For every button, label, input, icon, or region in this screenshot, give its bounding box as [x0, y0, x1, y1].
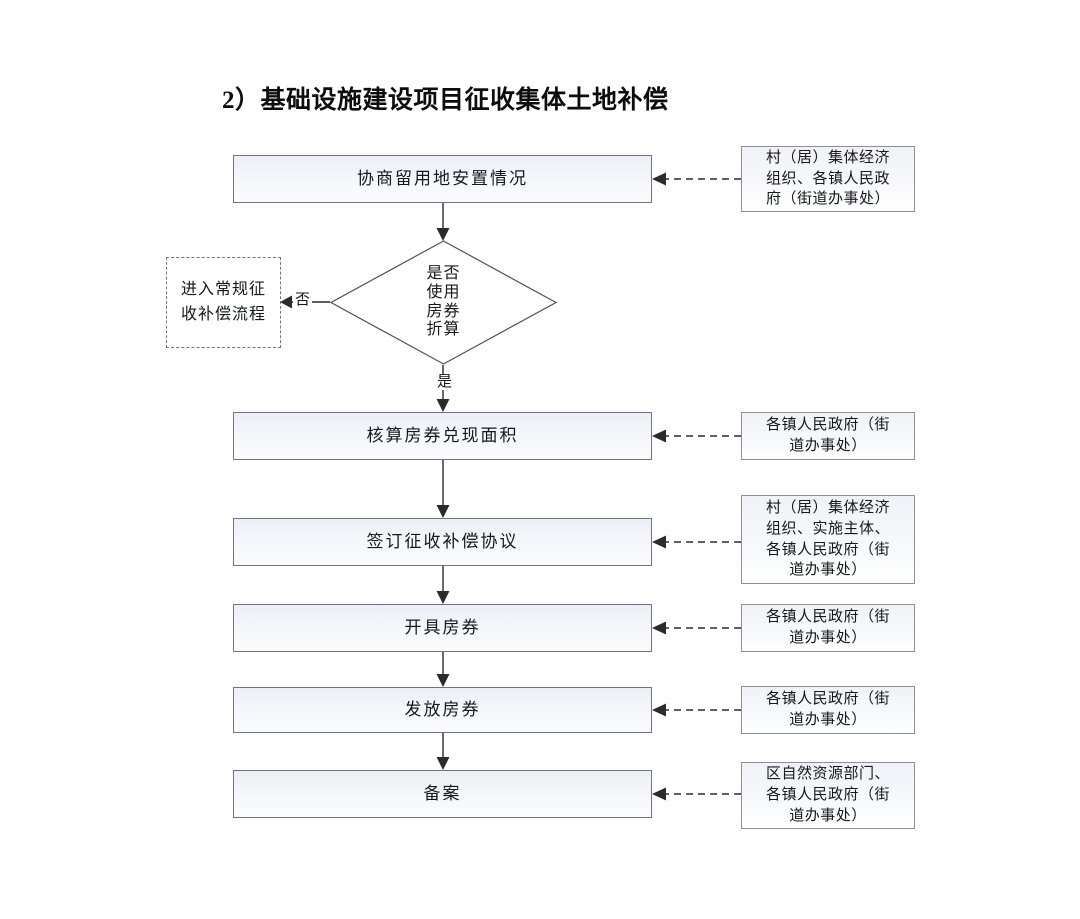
process-node-sign-agreement-label: 签订征收补偿协议 — [366, 531, 519, 551]
alternate-node-line-1: 进入常规征 — [180, 280, 266, 298]
process-node-calculate-area-label: 核算房券兑现面积 — [366, 425, 519, 445]
process-node-issue-voucher-label: 开具房券 — [404, 617, 481, 637]
edge-sign-to-issue — [436, 566, 450, 604]
actor-issue-voucher-line-1: 各镇人民政府（街 — [765, 609, 890, 626]
actor-sign-agreement-line-1: 村（居）集体经济 — [765, 500, 890, 517]
edge-actor-negotiate — [652, 172, 741, 186]
edge-issue-to-distribute — [436, 652, 450, 687]
alternate-node-line-2: 收补偿流程 — [180, 305, 266, 323]
process-node-negotiate-label: 协商留用地安置情况 — [357, 168, 528, 188]
actor-box-issue-voucher[interactable]: 各镇人民政府（街 道办事处） — [741, 604, 915, 652]
alternate-node-conventional-process[interactable]: 进入常规征 收补偿流程 — [166, 257, 281, 348]
actor-calculate-area-line-1: 各镇人民政府（街 — [765, 417, 890, 434]
actor-calculate-area-line-2: 道办事处） — [789, 438, 867, 454]
actor-negotiate-line-2: 组织、各镇人民政 — [765, 170, 890, 187]
actor-box-distribute-voucher[interactable]: 各镇人民政府（街 道办事处） — [741, 686, 915, 734]
actor-issue-voucher-line-2: 道办事处） — [789, 630, 867, 646]
edge-actor-distribute-voucher — [652, 703, 741, 717]
edge-calculate-to-sign — [436, 460, 450, 518]
process-node-distribute-voucher[interactable]: 发放房券 — [233, 687, 652, 733]
decision-node-use-voucher[interactable]: 是否 使用 房券 折算 — [329, 240, 558, 365]
edge-actor-record-filing — [652, 787, 741, 801]
actor-box-sign-agreement[interactable]: 村（居）集体经济 组织、实施主体、 各镇人民政府（街 道办事处） — [741, 495, 915, 584]
actor-negotiate-line-3: 府（街道办事处） — [765, 191, 890, 208]
actor-box-record-filing[interactable]: 区自然资源部门、 各镇人民政府（街 道办事处） — [741, 762, 915, 829]
actor-distribute-voucher-line-1: 各镇人民政府（街 — [765, 691, 890, 708]
actor-record-filing-line-2: 各镇人民政府（街 — [765, 787, 890, 804]
process-node-calculate-area[interactable]: 核算房券兑现面积 — [233, 412, 652, 460]
process-node-sign-agreement[interactable]: 签订征收补偿协议 — [233, 518, 652, 566]
actor-sign-agreement-line-2: 组织、实施主体、 — [765, 520, 890, 537]
process-node-negotiate[interactable]: 协商留用地安置情况 — [233, 155, 652, 203]
edge-label-no: 否 — [293, 292, 313, 308]
page-title: 2）基础设施建设项目征收集体土地补偿 — [222, 87, 669, 114]
actor-sign-agreement-line-4: 道办事处） — [789, 562, 867, 579]
actor-record-filing-line-3: 道办事处） — [789, 807, 867, 824]
edge-label-yes: 是 — [435, 374, 455, 390]
actor-distribute-voucher-line-2: 道办事处） — [789, 712, 867, 728]
edge-actor-sign-agreement — [652, 535, 741, 549]
process-node-issue-voucher[interactable]: 开具房券 — [233, 604, 652, 652]
actor-box-negotiate[interactable]: 村（居）集体经济 组织、各镇人民政 府（街道办事处） — [741, 146, 915, 212]
decision-diamond-shape — [329, 240, 558, 365]
process-node-record-filing[interactable]: 备案 — [233, 770, 652, 818]
process-node-record-filing-label: 备案 — [423, 783, 462, 803]
edge-actor-calculate-area — [652, 429, 741, 443]
actor-negotiate-line-1: 村（居）集体经济 — [765, 149, 890, 166]
actor-sign-agreement-line-3: 各镇人民政府（街 — [765, 541, 890, 558]
edge-actor-issue-voucher — [652, 621, 741, 635]
process-node-distribute-voucher-label: 发放房券 — [404, 699, 481, 719]
edge-distribute-to-filing — [436, 733, 450, 770]
actor-record-filing-line-1: 区自然资源部门、 — [765, 766, 890, 783]
actor-box-calculate-area[interactable]: 各镇人民政府（街 道办事处） — [741, 412, 915, 460]
edge-negotiate-to-decision — [436, 203, 450, 241]
